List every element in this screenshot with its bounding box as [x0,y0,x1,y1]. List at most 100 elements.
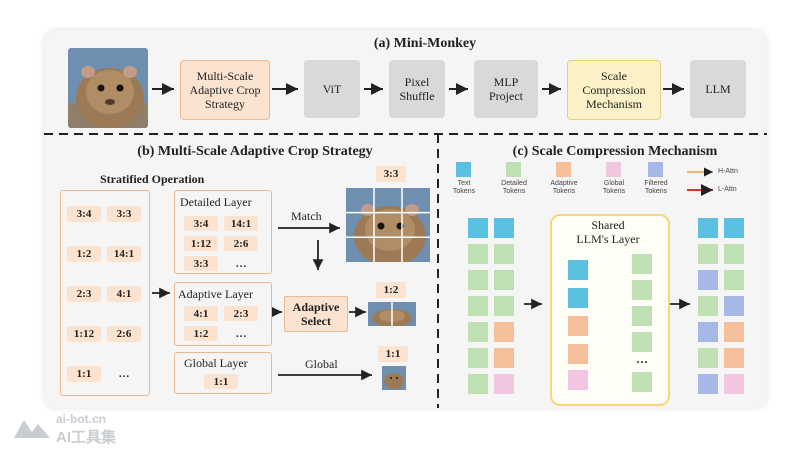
pipeline-box-pixel-shuffle: Pixel Shuffle [389,60,445,118]
pipeline-box-vit: ViT [304,60,360,118]
token [494,348,514,368]
detailed-layer-label: Detailed Layer [180,195,252,209]
token [568,344,588,364]
token [494,296,514,316]
token [698,374,718,394]
shared-llm-layer-label: Shared LLM's Layer [576,218,640,246]
token [568,260,588,280]
token [698,218,718,238]
ratio-chip: 2:3 [67,286,101,302]
token [632,254,652,274]
ratio-chip: 1:2 [184,326,218,341]
token [468,296,488,316]
pipeline-box-llm: LLM [690,60,746,118]
token [698,322,718,342]
token [632,280,652,300]
ratio-ellipsis: … [235,327,247,340]
token [468,244,488,264]
watermark-line2: AI工具集 [56,429,117,446]
ratio-chip: 1:12 [67,326,101,342]
global-layer-label: Global Layer [184,356,248,370]
ratio-chip: 1:1 [67,366,101,382]
ratio-chip: 3:4 [184,216,218,231]
ratio-ellipsis: … [235,257,247,270]
token [724,296,744,316]
ratio-chip: 1:12 [184,236,218,251]
token [468,348,488,368]
adaptive-select-box: Adaptive Select [284,296,348,332]
match-label: Match [291,209,322,223]
ellipsis: … [636,352,648,366]
ratio-pool-frame [60,190,150,396]
ratio-chip: 1:1 [204,374,238,389]
ratio-chip: 3:3 [184,256,218,271]
legend-label-adaptive: Adaptive Tokens [550,180,578,195]
token [724,374,744,394]
token [494,322,514,342]
token [568,288,588,308]
stratified-label: Stratified Operation [100,172,205,186]
token [724,244,744,264]
token [494,374,514,394]
ratio-chip: 4:1 [184,306,218,321]
legend-swatch-filtered [648,162,663,177]
watermark-line1: ai-bot.cn [56,412,106,426]
token [698,270,718,290]
image-ratio-label: 1:1 [378,346,408,362]
ratio-chip: 3:3 [107,206,141,222]
ratio-chip: 2:6 [224,236,258,251]
image-ratio-label: 1:2 [376,282,406,298]
legend-swatch-global [606,162,621,177]
token [468,218,488,238]
token [724,322,744,342]
legend-label-filtered: Filtered Tokens [644,180,668,195]
token [468,270,488,290]
legend-swatch-text [456,162,471,177]
section-b-title: (b) Multi-Scale Adaptive Crop Strategy [137,144,373,159]
ratio-chip: 1:2 [67,246,101,262]
hamster-image-grid-3x3 [346,188,430,262]
token [632,306,652,326]
token [698,244,718,264]
token [724,348,744,368]
token [698,296,718,316]
ratio-chip: 4:1 [107,286,141,302]
token [568,370,588,390]
token [494,244,514,264]
pipeline-box-scale-compression: Scale Compression Mechanism [567,60,661,120]
token [698,348,718,368]
hamster-image-1x2 [368,302,416,326]
legend-h-attn: H-Attn [718,168,738,175]
legend-label-global: Global Tokens [602,180,626,195]
image-ratio-label: 3:3 [376,166,406,182]
token [494,218,514,238]
detailed-layer-frame [174,190,272,274]
token [468,374,488,394]
watermark-logo-icon [12,414,52,445]
token [494,270,514,290]
legend-label-detailed: Detailed Tokens [501,180,527,195]
token [724,218,744,238]
adaptive-layer-frame [174,282,272,346]
hamster-image-1x1 [382,366,406,390]
token [468,322,488,342]
global-layer-frame [174,352,272,394]
legend-l-attn: L-Attn [718,186,737,193]
legend-swatch-detailed [506,162,521,177]
global-label: Global [305,357,338,371]
ratio-chip: 2:6 [107,326,141,342]
ratio-chip: 3:4 [67,206,101,222]
token [632,372,652,392]
ratio-chip: 14:1 [107,246,141,262]
token [632,332,652,352]
token [568,316,588,336]
token [724,270,744,290]
pipeline-box-mlp-project: MLP Project [474,60,538,118]
section-c-title: (c) Scale Compression Mechanism [512,144,718,159]
hamster-image-a [68,48,148,128]
pipeline-box-crop-strategy: Multi-Scale Adaptive Crop Strategy [180,60,270,120]
ratio-chip: 14:1 [224,216,258,231]
legend-label-text: Text Tokens [452,180,476,195]
legend-swatch-adaptive [556,162,571,177]
adaptive-layer-label: Adaptive Layer [178,287,253,301]
